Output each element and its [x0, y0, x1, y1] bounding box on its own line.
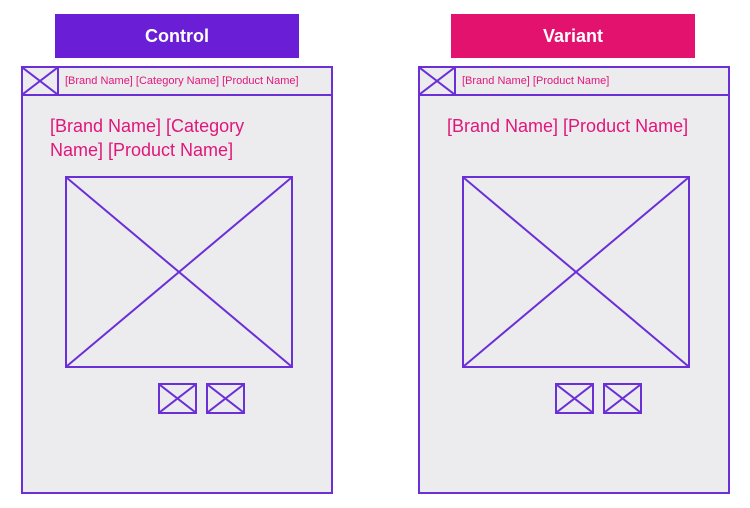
- image-placeholder-icon: [462, 176, 690, 368]
- variant-breadcrumb-bar: [Brand Name] [Product Name]: [420, 68, 728, 96]
- variant-page-wireframe: [Brand Name] [Product Name] [Brand Name]…: [418, 66, 730, 494]
- image-placeholder-icon: [555, 383, 594, 414]
- image-placeholder-icon: [206, 383, 245, 414]
- image-placeholder-icon: [65, 176, 293, 368]
- control-product-title: [Brand Name] [Category Name] [Product Na…: [50, 116, 245, 160]
- image-placeholder-icon: [158, 383, 197, 414]
- control-page-wireframe: [Brand Name] [Category Name] [Product Na…: [21, 66, 333, 494]
- variant-label: Variant: [451, 14, 695, 58]
- image-placeholder-icon: [420, 68, 456, 94]
- variant-product-title: [Brand Name] [Product Name]: [447, 116, 689, 136]
- control-breadcrumb: [Brand Name] [Category Name] [Product Na…: [65, 75, 299, 87]
- variant-column: Variant [Brand Name] [Product Name] [Bra…: [418, 0, 730, 508]
- image-placeholder-icon: [23, 68, 59, 94]
- variant-breadcrumb: [Brand Name] [Product Name]: [462, 75, 610, 87]
- control-column: Control [Brand Name] [Category Name] [Pr…: [21, 0, 333, 508]
- control-breadcrumb-bar: [Brand Name] [Category Name] [Product Na…: [23, 68, 331, 96]
- control-label: Control: [55, 14, 299, 58]
- image-placeholder-icon: [603, 383, 642, 414]
